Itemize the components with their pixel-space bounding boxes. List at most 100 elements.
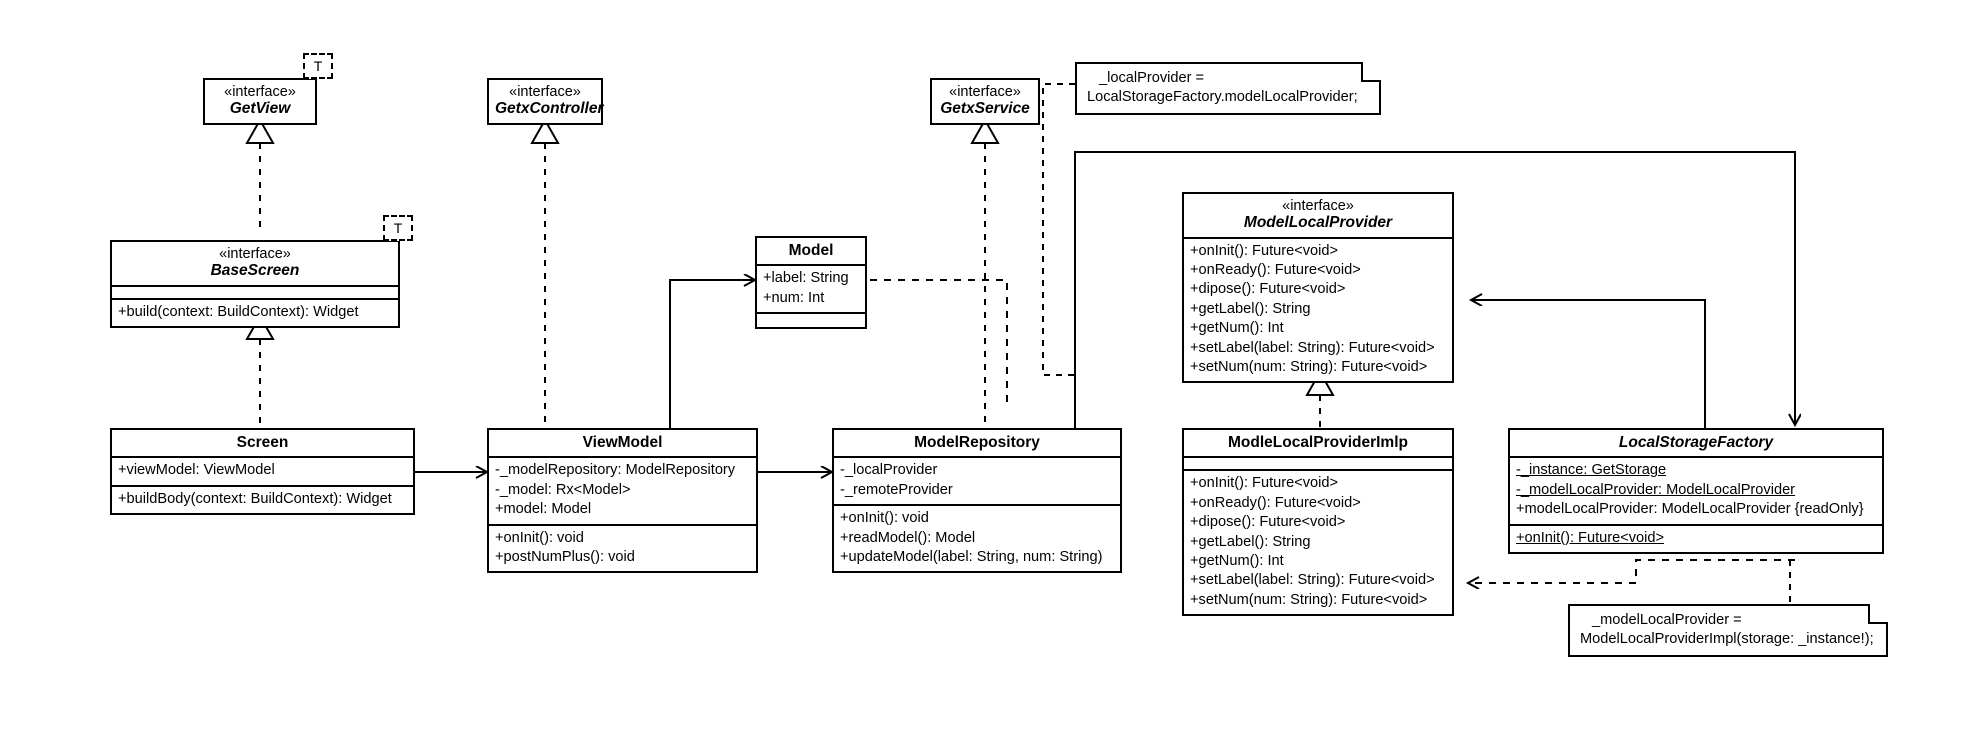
class-modlelocalproviderimlp[interactable]: ModleLocalProviderImlp +onInit(): Future…: [1182, 428, 1454, 617]
realize-modelrepository-getxservice: [970, 117, 1000, 428]
class-modlelocalproviderimlp-name: ModleLocalProviderImlp: [1227, 434, 1408, 451]
note-model-local-provider-line1: _modelLocalProvider =: [1592, 612, 1742, 628]
class-viewmodel[interactable]: ViewModel -_modelRepository: ModelReposi…: [487, 428, 758, 574]
member-getnum: +getNum(): Int: [1190, 552, 1284, 569]
member-getlabel: +getLabel(): String: [1190, 533, 1311, 550]
class-screen-header: Screen: [112, 430, 413, 459]
class-modellocalprovider-name: ModelLocalProvider: [1243, 214, 1393, 232]
member-setlabel: +setLabel(label: String): Future<void>: [1190, 339, 1435, 356]
member-setlabel: +setLabel(label: String): Future<void>: [1190, 572, 1435, 589]
member-model-rx: -_model: Rx<Model>: [495, 481, 631, 498]
class-screen-operations: +buildBody(context: BuildContext): Widge…: [112, 487, 413, 513]
class-getxservice-name: GetxService: [940, 100, 1030, 118]
class-model-header: Model: [757, 238, 865, 267]
class-modellocalprovider-header: «interface» ModelLocalProvider: [1184, 194, 1452, 239]
note-model-local-provider[interactable]: _modelLocalProvider = ModelLocalProvider…: [1568, 604, 1888, 657]
member-remoteprovider: -_remoteProvider: [840, 481, 953, 498]
note-model-local-provider-line2: ModelLocalProviderImpl(storage: _instanc…: [1580, 630, 1874, 647]
member-localprovider: -_localProvider: [840, 462, 938, 479]
class-modelrepository-name: ModelRepository: [914, 434, 1040, 451]
class-getxcontroller[interactable]: «interface» GetxController: [487, 78, 604, 125]
member-oninit: +onInit(): Future<void>: [1516, 529, 1665, 546]
class-getxservice-stereotype: «interface»: [949, 84, 1021, 100]
class-model-operations: [757, 314, 865, 327]
class-getview-stereotype: «interface»: [224, 84, 296, 100]
member-oninit: +onInit(): void: [495, 529, 584, 546]
member-modellocalprovider-public: +modelLocalProvider: ModelLocalProvider …: [1516, 501, 1864, 518]
class-basescreen[interactable]: «interface» BaseScreen +build(context: B…: [110, 240, 400, 328]
member-modelrepository: -_modelRepository: ModelRepository: [495, 462, 736, 479]
note-local-provider-line1: _localProvider =: [1099, 70, 1205, 86]
class-getxcontroller-header: «interface» GetxController: [489, 80, 604, 123]
class-basescreen-stereotype: «interface»: [219, 246, 291, 262]
class-basescreen-name: BaseScreen: [210, 262, 300, 280]
class-screen[interactable]: Screen +viewModel: ViewModel +buildBody(…: [110, 428, 415, 516]
class-localstoragefactory-operations: +onInit(): Future<void>: [1510, 526, 1882, 552]
template-param-getview: T: [303, 53, 333, 79]
class-viewmodel-header: ViewModel: [489, 430, 756, 459]
class-modellocalprovider-stereotype: «interface»: [1282, 198, 1354, 214]
member-modellocalprovider-private: -_modelLocalProvider: ModelLocalProvider: [1516, 481, 1796, 498]
class-modelrepository-header: ModelRepository: [834, 430, 1120, 459]
member-buildbody: +buildBody(context: BuildContext): Widge…: [118, 490, 392, 507]
member-oninit: +onInit(): Future<void>: [1190, 242, 1339, 259]
member-setnum: +setNum(num: String): Future<void>: [1190, 591, 1428, 608]
class-basescreen-attributes: [112, 287, 398, 300]
member-updatemodel: +updateModel(label: String, num: String): [840, 548, 1103, 565]
note-local-provider-line2: LocalStorageFactory.modelLocalProvider;: [1087, 88, 1358, 105]
member-num: +num: Int: [763, 289, 825, 306]
class-modlelocalproviderimlp-attributes: [1184, 458, 1452, 472]
member-setnum: +setNum(num: String): Future<void>: [1190, 359, 1428, 376]
class-modlelocalproviderimlp-operations: +onInit(): Future<void> +onReady(): Futu…: [1184, 471, 1452, 614]
member-viewmodel: +viewModel: ViewModel: [118, 462, 275, 479]
class-getxservice[interactable]: «interface» GetxService: [930, 78, 1040, 125]
class-modellocalprovider[interactable]: «interface» ModelLocalProvider +onInit()…: [1182, 192, 1454, 384]
class-viewmodel-attributes: -_modelRepository: ModelRepository -_mod…: [489, 458, 756, 526]
member-onready: +onReady(): Future<void>: [1190, 262, 1361, 278]
class-getxcontroller-stereotype: «interface»: [509, 84, 581, 100]
member-build: +build(context: BuildContext): Widget: [118, 303, 359, 320]
class-getview-header: «interface» GetView: [205, 80, 315, 123]
class-localstoragefactory-attributes: -_instance: GetStorage -_modelLocalProvi…: [1510, 458, 1882, 526]
class-modellocalprovider-operations: +onInit(): Future<void> +onReady(): Futu…: [1184, 239, 1452, 382]
realize-basescreen-getview: [245, 117, 275, 232]
class-localstoragefactory[interactable]: LocalStorageFactory -_instance: GetStora…: [1508, 428, 1884, 554]
class-modelrepository[interactable]: ModelRepository -_localProvider -_remote…: [832, 428, 1122, 574]
class-model-attributes: +label: String +num: Int: [757, 266, 865, 315]
assoc-localstoragefactory-modellocalprovider: [1471, 300, 1706, 428]
class-getview[interactable]: «interface» GetView: [203, 78, 317, 125]
member-onready: +onReady(): Future<void>: [1190, 494, 1361, 511]
class-basescreen-header: «interface» BaseScreen: [112, 242, 398, 287]
realize-viewmodel-getxcontroller: [530, 117, 560, 428]
member-getlabel: +getLabel(): String: [1190, 300, 1311, 317]
member-model: +model: Model: [495, 501, 592, 518]
class-getxservice-header: «interface» GetxService: [932, 80, 1038, 123]
class-modlelocalproviderimlp-header: ModleLocalProviderImlp: [1184, 430, 1452, 459]
member-label: +label: String: [763, 270, 849, 287]
class-screen-name: Screen: [236, 434, 289, 451]
member-oninit: +onInit(): void: [840, 510, 929, 527]
note-fold-edge-icon: [1361, 62, 1381, 82]
assoc-viewmodel-model: [669, 280, 755, 428]
member-dipose: +dipose(): Future<void>: [1190, 281, 1346, 298]
class-modelrepository-operations: +onInit(): void +readModel(): Model +upd…: [834, 506, 1120, 571]
class-model[interactable]: Model +label: String +num: Int: [755, 236, 867, 330]
realize-screen-basescreen: [245, 313, 275, 428]
note-fold-edge-icon-2: [1868, 604, 1888, 624]
class-model-name: Model: [788, 242, 834, 259]
note-local-provider[interactable]: _localProvider = LocalStorageFactory.mod…: [1075, 62, 1381, 115]
class-getview-name: GetView: [229, 100, 291, 118]
class-viewmodel-name: ViewModel: [582, 434, 663, 451]
anchor-note-localprovider: [1042, 83, 1075, 376]
member-getnum: +getNum(): Int: [1190, 320, 1284, 337]
class-getxcontroller-name: GetxController: [495, 100, 604, 118]
class-screen-attributes: +viewModel: ViewModel: [112, 458, 413, 487]
class-viewmodel-operations: +onInit(): void +postNumPlus(): void: [489, 526, 756, 572]
class-localstoragefactory-header: LocalStorageFactory: [1510, 430, 1882, 459]
class-modelrepository-attributes: -_localProvider -_remoteProvider: [834, 458, 1120, 507]
member-postnumplus: +postNumPlus(): void: [495, 548, 635, 565]
dep-localstoragefactory-modlelocalproviderimlp: [1468, 559, 1795, 583]
member-oninit: +onInit(): Future<void>: [1190, 475, 1339, 492]
class-localstoragefactory-name: LocalStorageFactory: [1618, 434, 1774, 451]
